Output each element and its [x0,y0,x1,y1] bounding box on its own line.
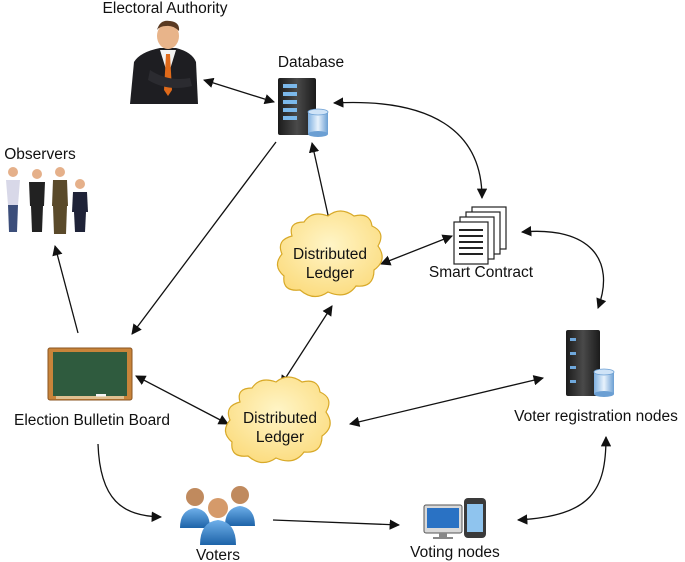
arrow-bulletin-ledger [135,375,229,425]
arrow-authority-database [203,77,275,105]
connectors [52,77,612,530]
database-label: Database [278,54,344,71]
distributed-ledger-top: Distributed Ledger [276,210,383,298]
arrow-smartcontract-registration [520,226,607,309]
database-node: Database [278,54,344,137]
arrow-smartcontract-ledger [380,234,453,266]
electoral-authority-label: Electoral Authority [103,0,228,17]
ledger-top-label-2: Ledger [306,265,354,282]
people-group-icon [6,167,88,234]
businessman-icon [130,20,198,104]
voters-node: Voters [180,486,255,562]
cloud-icon [276,210,383,298]
observers-node: Observers [4,146,88,234]
voter-registration-label: Voter registration nodes [514,408,678,425]
voting-nodes-node: Voting nodes [410,498,500,561]
arrow-ledger-registration [348,375,545,427]
server-rack-icon [566,330,615,397]
arrow-ledger-ledger [280,305,333,386]
smart-contract-node: Smart Contract [429,206,534,281]
arrow-votingnodes-registration [516,435,612,525]
distributed-ledger-bottom: Distributed Ledger [224,376,331,464]
bulletin-board-node: Election Bulletin Board [14,347,170,429]
observers-label: Observers [4,146,76,163]
arrow-voters-votingnodes [272,519,401,530]
ledger-bottom-label-2: Ledger [256,429,304,446]
arrow-database-bulletin [131,141,277,335]
voting-nodes-label: Voting nodes [410,544,500,561]
arrow-database-smartcontract [332,97,488,200]
cloud-icon [224,376,331,464]
arrow-bulletin-voters [97,443,163,522]
server-database-icon [278,78,329,137]
voters-label: Voters [196,547,240,562]
arrow-database-ledger [308,141,334,226]
user-group-icon [180,486,255,545]
chalkboard-icon [47,347,133,401]
devices-icon [423,498,486,539]
smart-contract-label: Smart Contract [429,264,534,281]
bulletin-board-label: Election Bulletin Board [14,412,170,429]
documents-stack-icon [453,206,507,265]
ledger-top-label-1: Distributed [293,246,367,263]
voter-registration-node: Voter registration nodes [514,330,678,425]
electoral-authority-node: Electoral Authority [103,0,228,104]
arrow-bulletin-observers [52,244,79,334]
ledger-bottom-label-1: Distributed [243,410,317,427]
